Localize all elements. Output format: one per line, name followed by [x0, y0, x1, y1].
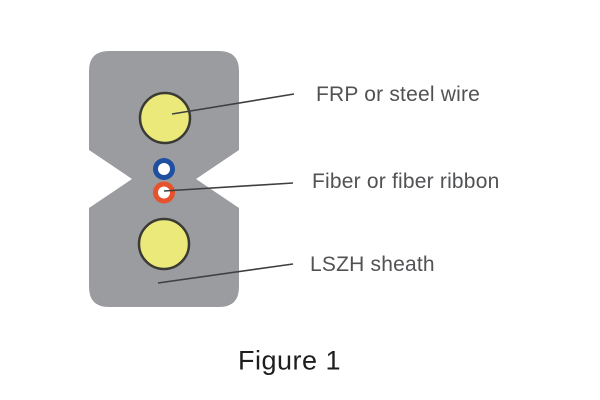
leader-line-fiber — [163, 182, 294, 192]
figure-caption: Figure 1 — [238, 345, 342, 376]
frp-steel-wire-top-circle — [138, 91, 192, 145]
leader-line-sheath — [157, 263, 294, 284]
leader-line-frp — [171, 93, 295, 115]
label-fiber-or-fiber-ribbon: Fiber or fiber ribbon — [312, 170, 500, 193]
frp-steel-wire-bottom-circle — [137, 217, 191, 271]
fiber-blue-core — [158, 163, 170, 175]
label-frp-or-steel-wire: FRP or steel wire — [316, 83, 481, 106]
fiber-orange-core — [158, 186, 170, 199]
label-lszh-sheath: LSZH sheath — [310, 253, 435, 276]
